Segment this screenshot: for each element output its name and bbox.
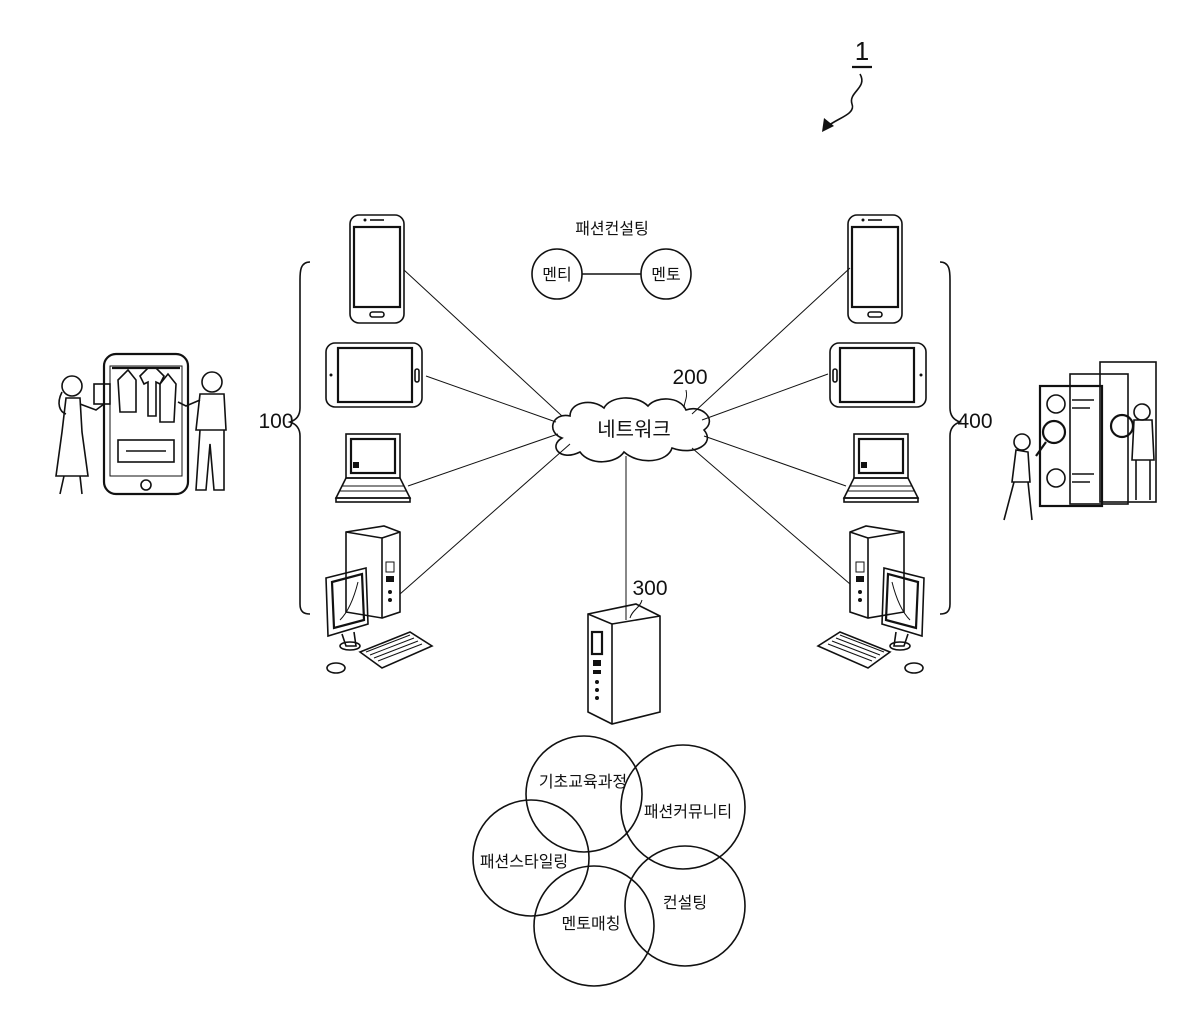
man-legs [196, 430, 224, 490]
shop-dress-shirt [118, 370, 136, 412]
server-ref-leader [630, 600, 642, 618]
doc-profile-photo-bottom [1047, 469, 1065, 487]
man-head [202, 372, 222, 392]
mentor-illustration [1004, 362, 1156, 520]
mentee-group-ref: 100 [258, 410, 293, 433]
mentor-group-bracket [940, 262, 960, 614]
link-right-phone [692, 268, 850, 414]
woman-shopping-bag [94, 384, 110, 404]
man-torso [196, 394, 226, 430]
service-label-2: 패션스타일링 [480, 852, 568, 871]
service-server: 300 [588, 577, 668, 724]
figure-ref-arrow [828, 74, 862, 126]
magnifier-lens-icon [1043, 421, 1065, 443]
mentee-tablet [326, 343, 422, 407]
network-ref-number: 200 [672, 366, 707, 389]
mentee-illustration [56, 354, 226, 494]
mentor-device-group: 400 [818, 215, 993, 673]
doc-middle [1070, 374, 1128, 504]
mentor-desktop [818, 526, 924, 673]
figure-ref-number: 1 [855, 36, 869, 66]
right-person-torso [1132, 420, 1154, 460]
network-links [400, 268, 850, 620]
link-right-desktop [692, 448, 850, 584]
link-left-phone [404, 270, 562, 416]
figure-ref-arrowhead [822, 118, 834, 132]
shop-jacket [160, 374, 176, 422]
mentee-desktop [326, 526, 432, 673]
shop-phone-home-button [141, 480, 151, 490]
service-label-1: 패션커뮤니티 [644, 802, 732, 821]
network-ref-leader [684, 390, 687, 408]
doc-front [1040, 386, 1102, 506]
magnifier-lens-right-icon [1111, 415, 1133, 437]
mentee-device-group: 100 [258, 215, 432, 673]
link-left-tablet [426, 376, 556, 422]
network-label: 네트워크 [597, 417, 671, 441]
mentee-label: 멘티 [542, 265, 571, 284]
link-right-tablet [702, 374, 828, 420]
left-person-legs [1004, 482, 1032, 520]
shop-phone-frame [104, 354, 188, 494]
mentor-label: 멘토 [651, 265, 680, 284]
consulting-relation: 패션컨설팅 멘티 멘토 [532, 219, 691, 299]
service-circles: 기초교육과정 패션커뮤니티 패션스타일링 멘토매칭 컨설팅 [473, 736, 745, 986]
link-right-laptop [704, 436, 846, 486]
figure-reference: 1 [822, 36, 872, 132]
server-ref-number: 300 [632, 577, 667, 600]
consulting-title: 패션컨설팅 [575, 219, 649, 238]
woman-legs [60, 476, 82, 494]
woman-arm [80, 404, 104, 410]
service-label-3: 멘토매칭 [562, 914, 621, 933]
mentor-tablet [830, 343, 926, 407]
service-label-4: 컨설팅 [663, 893, 707, 912]
service-label-0: 기초교육과정 [539, 772, 627, 791]
mentee-smartphone [350, 215, 404, 323]
mentee-group-bracket [290, 262, 310, 614]
left-person-head [1014, 434, 1030, 450]
left-person-torso [1012, 450, 1030, 482]
link-left-desktop [400, 444, 570, 594]
mentor-laptop [844, 434, 918, 502]
server-tower [588, 604, 660, 724]
mentee-laptop [336, 434, 410, 502]
mentor-smartphone [848, 215, 902, 323]
network-cloud: 네트워크 200 [553, 366, 710, 462]
link-left-laptop [408, 434, 558, 486]
woman-head [62, 376, 82, 396]
right-person-head [1134, 404, 1150, 420]
mentor-group-ref: 400 [957, 410, 992, 433]
doc-profile-photo-top [1047, 395, 1065, 413]
right-person-legs [1136, 460, 1150, 500]
